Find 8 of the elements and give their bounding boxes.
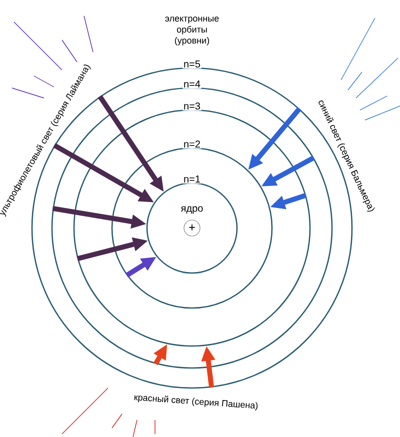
orbit-label: n=4	[182, 80, 202, 88]
nucleus-label: ядро	[180, 206, 203, 214]
heading: электронные орбиты (уровни)	[165, 16, 219, 46]
orbit-label: n=3	[182, 101, 202, 111]
orbit-label: n=2	[182, 140, 202, 148]
series-label: красный свет (серия Пашена)	[134, 395, 258, 410]
orbit-label: n=1	[182, 174, 202, 184]
orbit-label: n=5	[182, 60, 202, 68]
